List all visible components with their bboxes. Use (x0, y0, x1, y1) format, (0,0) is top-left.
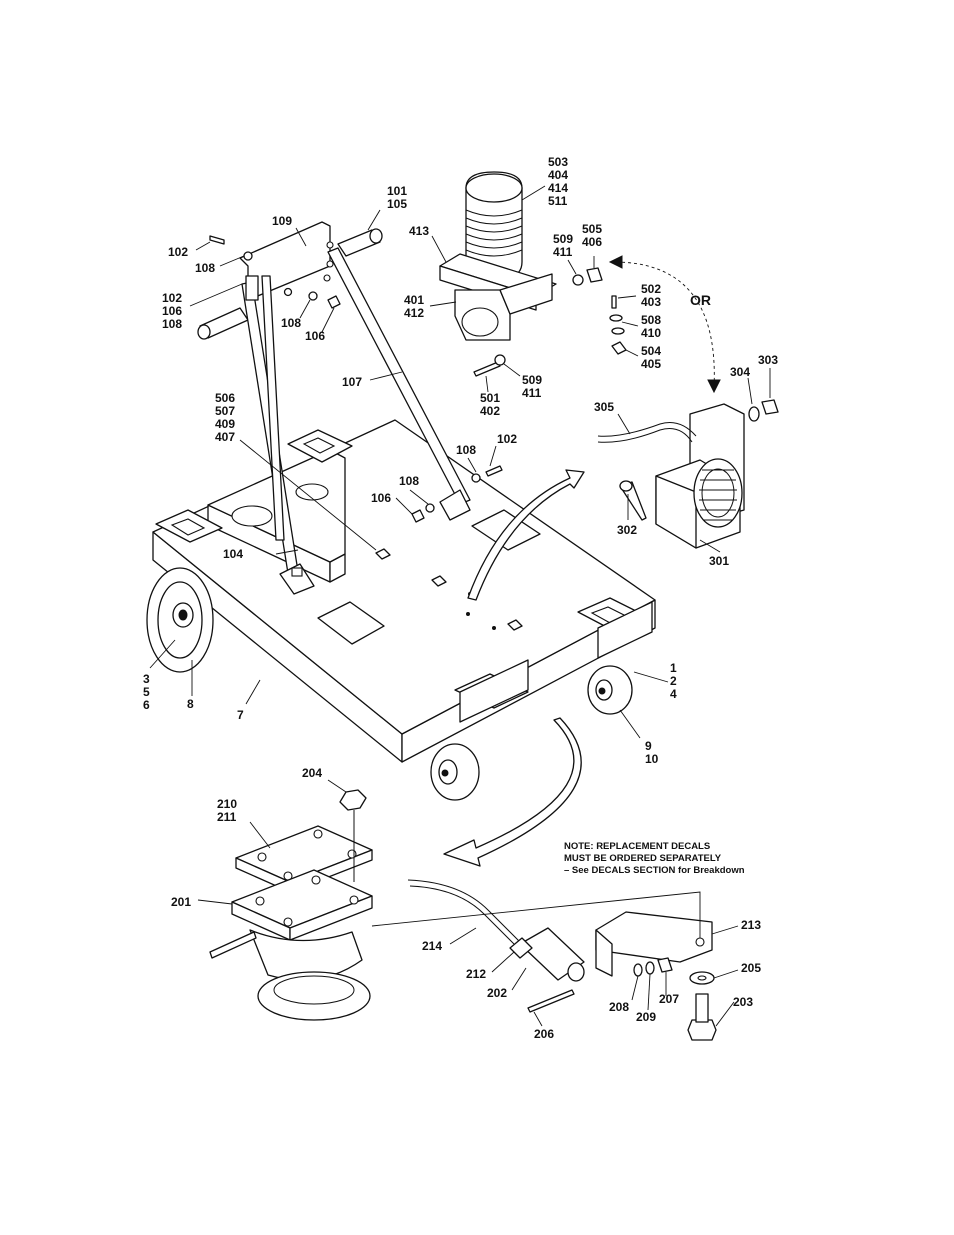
or-label: OR (690, 292, 711, 308)
leader-lines (149, 185, 771, 1027)
callout-204: 204 (302, 766, 322, 780)
callout-209: 209 (636, 1010, 656, 1024)
decal-note: NOTE: REPLACEMENT DECALS MUST BE ORDERED… (564, 841, 745, 876)
callout-302: 302 (617, 523, 637, 537)
callout-108-top: 108 (195, 261, 215, 275)
callout-102-top: 102 (168, 245, 188, 259)
alternate-light-301 (597, 399, 779, 549)
callout-304: 304 (730, 365, 750, 379)
callout-207: 207 (659, 992, 679, 1006)
callout-303: 303 (758, 353, 778, 367)
rear-wheel (146, 567, 214, 673)
callout-214: 214 (422, 939, 442, 953)
callout-203: 203 (733, 995, 753, 1009)
callout-202: 202 (487, 986, 507, 1000)
handle-assembly (197, 221, 503, 595)
callout-108-mid: 108 (281, 316, 301, 330)
callout-413: 413 (409, 224, 429, 238)
callout-108-low-b: 108 (399, 474, 419, 488)
callout-106-mid: 106 (305, 329, 325, 343)
callout-206: 206 (534, 1027, 554, 1041)
side-caster (587, 665, 633, 715)
callout-107: 107 (342, 375, 362, 389)
callout-106-low: 106 (371, 491, 391, 505)
callout-205: 205 (741, 961, 761, 975)
callout-102-low: 102 (497, 432, 517, 446)
callout-301: 301 (709, 554, 729, 568)
callout-109: 109 (272, 214, 292, 228)
beacon-assembly (439, 171, 627, 377)
callout-201: 201 (171, 895, 191, 909)
callout-212: 212 (466, 967, 486, 981)
callout-8: 8 (187, 697, 194, 711)
flow-arrows (443, 255, 721, 867)
front-caster (430, 743, 480, 801)
callout-213: 213 (741, 918, 761, 932)
callout-108-low-a: 108 (456, 443, 476, 457)
callout-104: 104 (223, 547, 243, 561)
callout-7: 7 (237, 708, 244, 722)
stabilizer-assembly (209, 789, 717, 1041)
callout-305: 305 (594, 400, 614, 414)
callout-208: 208 (609, 1000, 629, 1014)
